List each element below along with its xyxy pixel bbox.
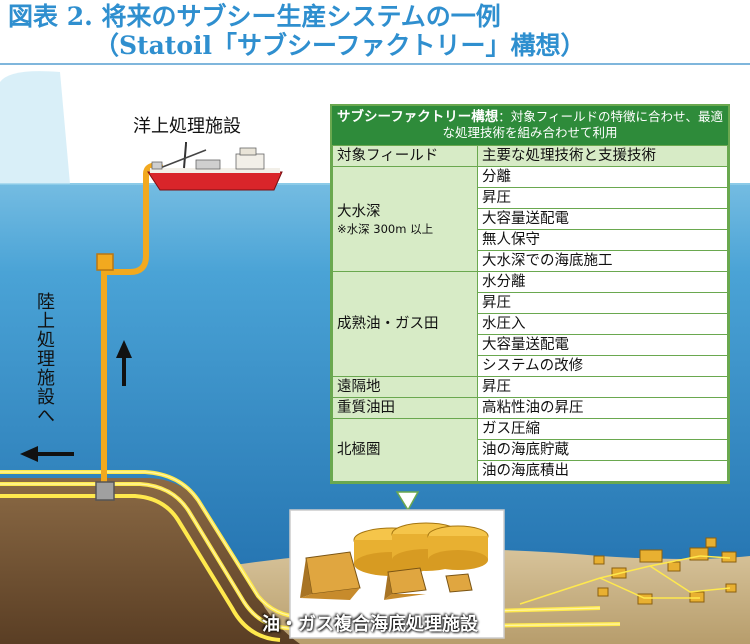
tech-cell: 昇圧 — [477, 376, 728, 398]
figure-title-line2: （Statoil「サブシーファクトリー」構想） — [94, 31, 586, 60]
table-header: サブシーファクトリー構想：対象フィールドの特徴に合わせ、最適な処理技術を組み合わ… — [332, 106, 728, 145]
tech-cell: 高粘性油の昇圧 — [477, 397, 728, 419]
tech-cell: 昇圧 — [477, 292, 728, 314]
tech-cell: システムの改修 — [477, 355, 728, 377]
field-cell: 成熟油・ガス田 — [332, 271, 478, 377]
subsea-scene: 洋上処理施設 陸上処理施設へ 油・ガス複合海底処理施設 サブシーファクトリー構想… — [0, 68, 750, 644]
field-name: 北極圏 — [337, 441, 381, 458]
field-cell: 北極圏 — [332, 418, 478, 482]
riser-module — [96, 253, 114, 271]
tech-cell: 水圧入 — [477, 313, 728, 335]
tech-cell: 大水深での海底施工 — [477, 250, 728, 272]
table-row: 大容量送配電 — [333, 334, 728, 356]
table-header-row: 対象フィールド 主要な処理技術と支援技術 — [332, 145, 728, 167]
tech-cell: 大容量送配電 — [477, 208, 728, 230]
tech-cell: 油の海底積出 — [477, 460, 728, 482]
table-row: 昇圧 — [333, 292, 728, 314]
title-divider — [0, 63, 750, 65]
figure-title: 図表 2. 将来のサブシー生産システムの一例 （Statoil「サブシーファクト… — [8, 2, 748, 62]
table-header-title: サブシーファクトリー構想 — [337, 109, 499, 125]
tech-cell: 昇圧 — [477, 187, 728, 209]
table-row: 成熟油・ガス田 水分離 — [332, 271, 728, 377]
callout-pointer — [395, 491, 420, 512]
column-header-tech: 主要な処理技術と支援技術 — [477, 145, 728, 167]
subsea-factory-table: サブシーファクトリー構想：対象フィールドの特徴に合わせ、最適な処理技術を組み合わ… — [330, 104, 730, 484]
leftward-arrow — [20, 446, 74, 462]
table-row: 昇圧 — [333, 187, 728, 209]
field-cell: 大水深※水深 300m 以上 — [332, 166, 478, 272]
onshore-facility-label: 陸上処理施設へ — [34, 292, 55, 425]
tech-cell: 水分離 — [477, 271, 728, 293]
table-row: 重質油田 高粘性油の昇圧 — [332, 397, 728, 419]
subsea-flowlines — [519, 555, 731, 605]
field-cell: 重質油田 — [332, 397, 478, 419]
figure-title-line1: 図表 2. 将来のサブシー生産システムの一例 — [8, 2, 501, 31]
field-name: 重質油田 — [337, 399, 395, 416]
facility-modules — [300, 522, 489, 600]
field-cell: 遠隔地 — [332, 376, 478, 398]
offshore-ship — [147, 142, 283, 191]
table-row: 油の海底積出 — [333, 460, 728, 482]
tech-cell: ガス圧縮 — [477, 418, 728, 440]
technology-table: 対象フィールド 主要な処理技術と支援技術 大水深※水深 300m 以上分離昇圧大… — [332, 145, 728, 482]
tech-cell: 油の海底貯蔵 — [477, 439, 728, 461]
field-name: 遠隔地 — [337, 378, 381, 395]
offshore-facility-label: 洋上処理施設 — [133, 116, 241, 137]
table-row: 大容量送配電 — [333, 208, 728, 230]
tech-cell: 分離 — [477, 166, 728, 188]
wellhead-module — [95, 481, 115, 501]
subsea-installations — [593, 537, 737, 605]
field-note: ※水深 300m 以上 — [337, 221, 434, 236]
table-row: 大水深※水深 300m 以上分離 — [332, 166, 728, 272]
table-row: 大水深での海底施工 — [333, 250, 728, 272]
tech-cell: 大容量送配電 — [477, 334, 728, 356]
seabed-facility-label: 油・ガス複合海底処理施設 — [262, 614, 478, 635]
table-row: 北極圏 ガス圧縮 — [332, 418, 728, 482]
field-name: 成熟油・ガス田 — [337, 315, 439, 332]
table-header-subtitle: ：対象フィールドの特徴に合わせ、最適な処理技術を組み合わせて利用 — [442, 109, 723, 140]
continental-shelf — [0, 478, 300, 644]
tech-cell: 無人保守 — [477, 229, 728, 251]
upward-arrow — [116, 340, 132, 386]
table-row: 油の海底貯蔵 — [333, 439, 728, 461]
sea-left-edge — [0, 71, 70, 184]
table-row: 遠隔地 昇圧 — [332, 376, 728, 398]
table-body: 大水深※水深 300m 以上分離昇圧大容量送配電無人保守大水深での海底施工成熟油… — [332, 166, 728, 482]
field-name: 大水深 — [337, 203, 381, 220]
column-header-field: 対象フィールド — [332, 145, 478, 167]
